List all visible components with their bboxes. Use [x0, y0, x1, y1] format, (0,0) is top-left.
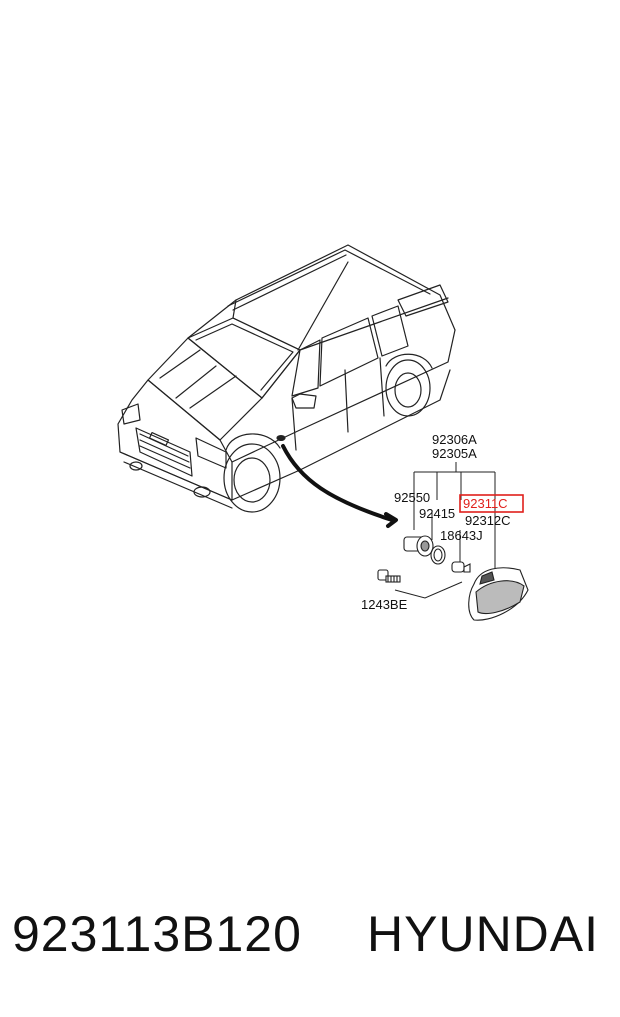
callout-18643J: 18643J — [440, 528, 483, 543]
bulb-part — [451, 561, 471, 573]
leader-lines — [394, 462, 496, 599]
callout-92312C: 92312C — [465, 513, 511, 528]
brand-name: HYUNDAI — [367, 906, 600, 962]
side-repeater-lamp — [468, 567, 529, 621]
part-number: 923113B120 — [12, 906, 302, 962]
callout-92415: 92415 — [419, 506, 455, 521]
screw-part — [377, 569, 401, 583]
callout-92306A: 92306A — [432, 432, 477, 447]
callout-92305A: 92305A — [432, 446, 477, 461]
callout-92550: 92550 — [394, 490, 430, 505]
pointer-arrow — [281, 444, 398, 528]
highlight-box — [459, 494, 524, 513]
socket-part — [403, 535, 434, 557]
callout-1243BE: 1243BE — [361, 597, 408, 612]
callout-92311C-highlighted: 92311C — [463, 496, 508, 511]
gasket-part — [430, 545, 446, 565]
footer: 923113B120 HYUNDAI — [0, 905, 620, 975]
vehicle-illustration — [117, 244, 456, 513]
